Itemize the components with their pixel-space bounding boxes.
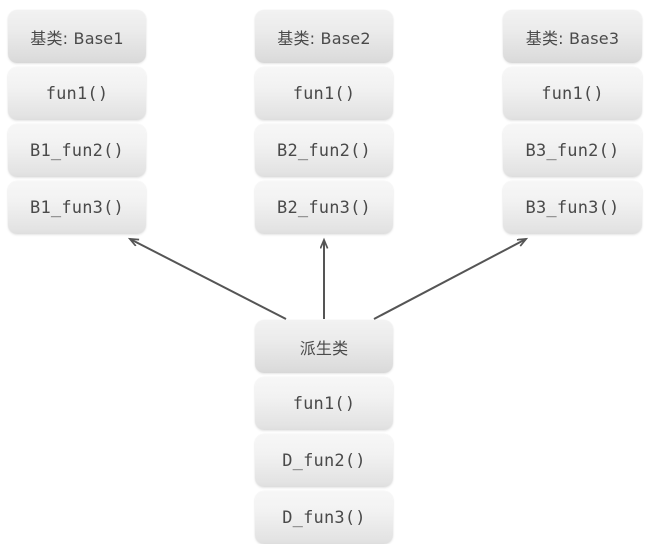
- class-derived-member-1-label: D_fun2(): [282, 450, 366, 471]
- class-derived-member-0-label: fun1(): [292, 393, 356, 414]
- class-derived-member-2-label: D_fun3(): [282, 507, 366, 528]
- class-base2-member-1-label: B2_fun2(): [277, 140, 371, 161]
- class-base1-member-1-label: B1_fun2(): [30, 140, 124, 161]
- inheritance-arrow-base1: [130, 239, 287, 320]
- class-base2-member-1[interactable]: B2_fun2(): [255, 124, 393, 177]
- class-derived-member-2[interactable]: D_fun3(): [255, 491, 393, 544]
- class-base3-member-2[interactable]: B3_fun3(): [503, 181, 642, 234]
- class-base2-member-2[interactable]: B2_fun3(): [255, 181, 393, 234]
- class-derived-header-label: 派生类: [299, 338, 349, 358]
- class-base2-header-label: 基类: Base2: [277, 28, 371, 48]
- class-base1-header[interactable]: 基类: Base1: [8, 10, 146, 63]
- class-base1-member-0[interactable]: fun1(): [8, 67, 146, 120]
- inheritance-arrow-base3: [373, 239, 526, 320]
- class-derived-header[interactable]: 派生类: [255, 320, 393, 373]
- class-base3-header-label: 基类: Base3: [525, 28, 620, 48]
- class-base1-member-2[interactable]: B1_fun3(): [8, 181, 146, 234]
- class-base3-header[interactable]: 基类: Base3: [503, 10, 642, 63]
- class-base1-member-1[interactable]: B1_fun2(): [8, 124, 146, 177]
- class-derived-member-1[interactable]: D_fun2(): [255, 434, 393, 487]
- class-base2-header[interactable]: 基类: Base2: [255, 10, 393, 63]
- class-base2-member-0-label: fun1(): [292, 83, 356, 104]
- class-base3-member-1[interactable]: B3_fun2(): [503, 124, 642, 177]
- class-base3-member-0-label: fun1(): [541, 83, 604, 104]
- class-base1-header-label: 基类: Base1: [30, 28, 124, 48]
- class-base2-member-0[interactable]: fun1(): [255, 67, 393, 120]
- class-base3-member-2-label: B3_fun3(): [525, 197, 620, 218]
- class-base1-member-2-label: B1_fun3(): [30, 197, 124, 218]
- class-base1-member-0-label: fun1(): [45, 83, 109, 104]
- class-base3-member-0[interactable]: fun1(): [503, 67, 642, 120]
- class-base2-member-2-label: B2_fun3(): [277, 197, 371, 218]
- class-base3-member-1-label: B3_fun2(): [525, 140, 620, 161]
- class-derived-member-0[interactable]: fun1(): [255, 377, 393, 430]
